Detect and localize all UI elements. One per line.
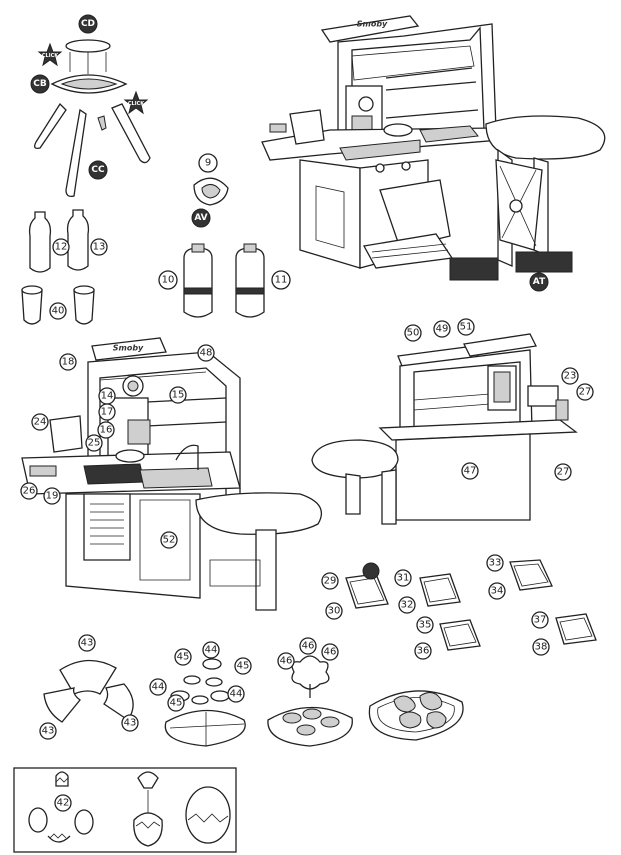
- label-34: 34: [491, 586, 504, 597]
- label-47: 47: [464, 466, 477, 477]
- label-click-2: CLICK: [128, 101, 145, 107]
- label-16: 16: [100, 425, 113, 436]
- flower-toppings-46: 46 46 46: [267, 637, 353, 747]
- label-45c: 45: [170, 698, 183, 709]
- label-51: 51: [460, 322, 473, 333]
- label-13: 13: [93, 242, 106, 253]
- label-9: 9: [205, 158, 211, 169]
- label-15: 15: [172, 390, 185, 401]
- cups-40: 40: [21, 285, 95, 325]
- label-30: 30: [328, 606, 341, 617]
- label-50: 50: [407, 328, 420, 339]
- label-35: 35: [419, 620, 432, 631]
- label-27a: 27: [579, 387, 592, 398]
- pizza-slices-43: 43 43 43: [39, 634, 139, 740]
- label-26: 26: [23, 486, 36, 497]
- label-46a: 46: [302, 641, 315, 652]
- callouts-back: 50 49 51 23 27 27 47: [404, 318, 594, 481]
- label-43a: 43: [81, 638, 94, 649]
- label-cd: CD: [81, 19, 95, 29]
- label-18: 18: [62, 357, 75, 368]
- label-43c: 43: [124, 718, 137, 729]
- label-29: 29: [324, 576, 337, 587]
- bottles-12-13: 12 13: [28, 209, 108, 273]
- label-33: 33: [489, 558, 502, 569]
- label-43b: 43: [42, 726, 55, 737]
- label-37: 37: [534, 615, 547, 626]
- label-12: 12: [55, 242, 68, 253]
- label-25: 25: [88, 438, 101, 449]
- label-49: 49: [436, 324, 449, 335]
- label-cb: CB: [33, 79, 47, 89]
- label-at: AT: [533, 277, 546, 287]
- egg-box: 42: [13, 767, 237, 853]
- brand-logo-top: Smoby: [357, 20, 388, 29]
- label-38: 38: [535, 642, 548, 653]
- spinner-assembly: CD CB CLICK CLICK CC: [30, 14, 151, 198]
- kitchen-view-top: Smoby: [261, 15, 606, 292]
- label-44b: 44: [152, 682, 165, 693]
- label-27b: 27: [557, 467, 570, 478]
- brand-logo-front: Smoby: [113, 344, 144, 353]
- callouts-front: 18 48 14 15 17 16 24 25 26 19 52: [20, 344, 215, 549]
- label-19: 19: [46, 491, 59, 502]
- label-11: 11: [275, 275, 288, 286]
- label-click-1: CLICK: [42, 53, 59, 59]
- assembled-pizza: [368, 690, 464, 741]
- pizza-toppings-44-45: 45 44 45 44 44 45: [149, 641, 252, 747]
- canisters-10-11: 10 11: [158, 243, 291, 318]
- label-23: 23: [564, 371, 577, 382]
- label-31: 31: [397, 573, 410, 584]
- label-17: 17: [101, 407, 114, 418]
- label-45b: 45: [237, 661, 250, 672]
- label-10: 10: [162, 275, 175, 286]
- label-32: 32: [401, 600, 414, 611]
- kitchen-view-front: Smoby: [21, 337, 323, 611]
- label-cc: CC: [91, 165, 105, 175]
- kitchen-view-back: [311, 333, 578, 525]
- label-14: 14: [101, 391, 114, 402]
- label-40: 40: [52, 306, 65, 317]
- label-46b: 46: [280, 656, 293, 667]
- label-46c: 46: [324, 647, 337, 658]
- label-42: 42: [57, 798, 70, 809]
- mats: 29 30 31 32 33 34 35 36 37 38: [321, 554, 597, 660]
- label-48: 48: [200, 348, 213, 359]
- ring-part-9: 9 AV: [191, 153, 229, 228]
- label-44a: 44: [205, 645, 218, 656]
- label-36: 36: [417, 646, 430, 657]
- label-45a: 45: [177, 652, 190, 663]
- label-av: AV: [194, 213, 207, 223]
- label-44c: 44: [230, 689, 243, 700]
- label-52: 52: [163, 535, 176, 546]
- label-24: 24: [34, 417, 47, 428]
